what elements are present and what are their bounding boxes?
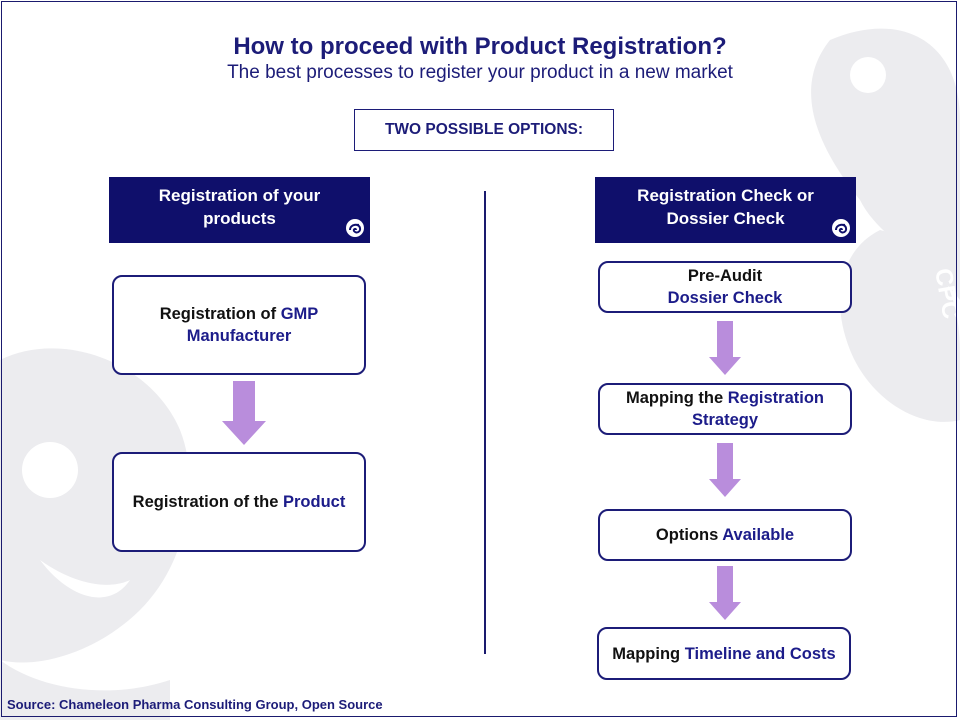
arrow-down-icon: [709, 443, 741, 497]
right-header: Registration Check or Dossier Check: [595, 177, 856, 243]
step-text-plain: Options: [655, 526, 723, 544]
left-header-label: Registration of your products: [158, 186, 321, 228]
watermark-text: CPC: [143, 615, 176, 678]
right-step-2-text: Mapping the Registration Strategy: [600, 387, 850, 431]
step-text-highlight: Available: [722, 526, 795, 544]
left-step-1: Registration of GMP Manufacturer: [112, 275, 366, 375]
chameleon-logo-icon: [346, 219, 364, 237]
step-text-highlight: GMP Manufacturer: [186, 305, 319, 345]
left-header: Registration of your products: [109, 177, 370, 243]
step-text-plain: Registration of: [159, 305, 281, 323]
page-subtitle: The best processes to register your prod…: [227, 62, 733, 83]
right-step-3: Options Available: [598, 509, 852, 561]
source-footnote: Source: Chameleon Pharma Consulting Grou…: [7, 697, 383, 712]
arrow-down-icon: [709, 321, 741, 375]
step-text-plain: Pre-Audit: [687, 267, 763, 285]
step-text-highlight: Timeline and Costs: [684, 644, 836, 663]
arrow-down-icon: [709, 566, 741, 620]
right-step-4: Mapping Timeline and Costs: [597, 627, 851, 680]
step-text-plain: Mapping: [612, 644, 685, 663]
step-text-highlight: Registration Strategy: [691, 389, 824, 429]
step-text-plain: Registration of the: [132, 493, 283, 511]
left-step-2-text: Registration of the Product: [133, 491, 346, 513]
step-text-highlight: Dossier Check: [667, 289, 783, 307]
chameleon-logo-icon: [832, 219, 850, 237]
options-label: TWO POSSIBLE OPTIONS:: [384, 121, 584, 138]
left-step-2: Registration of the Product: [112, 452, 366, 552]
right-step-1-text: Pre-Audit Dossier Check: [668, 265, 783, 309]
step-text-highlight: Product: [283, 493, 346, 511]
right-step-4-text: Mapping Timeline and Costs: [612, 643, 835, 665]
left-step-1-text: Registration of GMP Manufacturer: [114, 303, 364, 347]
options-label-box: TWO POSSIBLE OPTIONS:: [354, 109, 614, 151]
arrow-down-icon: [222, 381, 266, 445]
column-divider: [484, 191, 486, 654]
right-header-label: Registration Check or Dossier Check: [637, 186, 814, 228]
step-text-plain: Mapping the: [625, 389, 728, 407]
right-step-3-text: Options Available: [656, 524, 794, 546]
right-step-1: Pre-Audit Dossier Check: [598, 261, 852, 313]
right-step-2: Mapping the Registration Strategy: [598, 383, 852, 435]
page-title: How to proceed with Product Registration…: [233, 33, 727, 60]
